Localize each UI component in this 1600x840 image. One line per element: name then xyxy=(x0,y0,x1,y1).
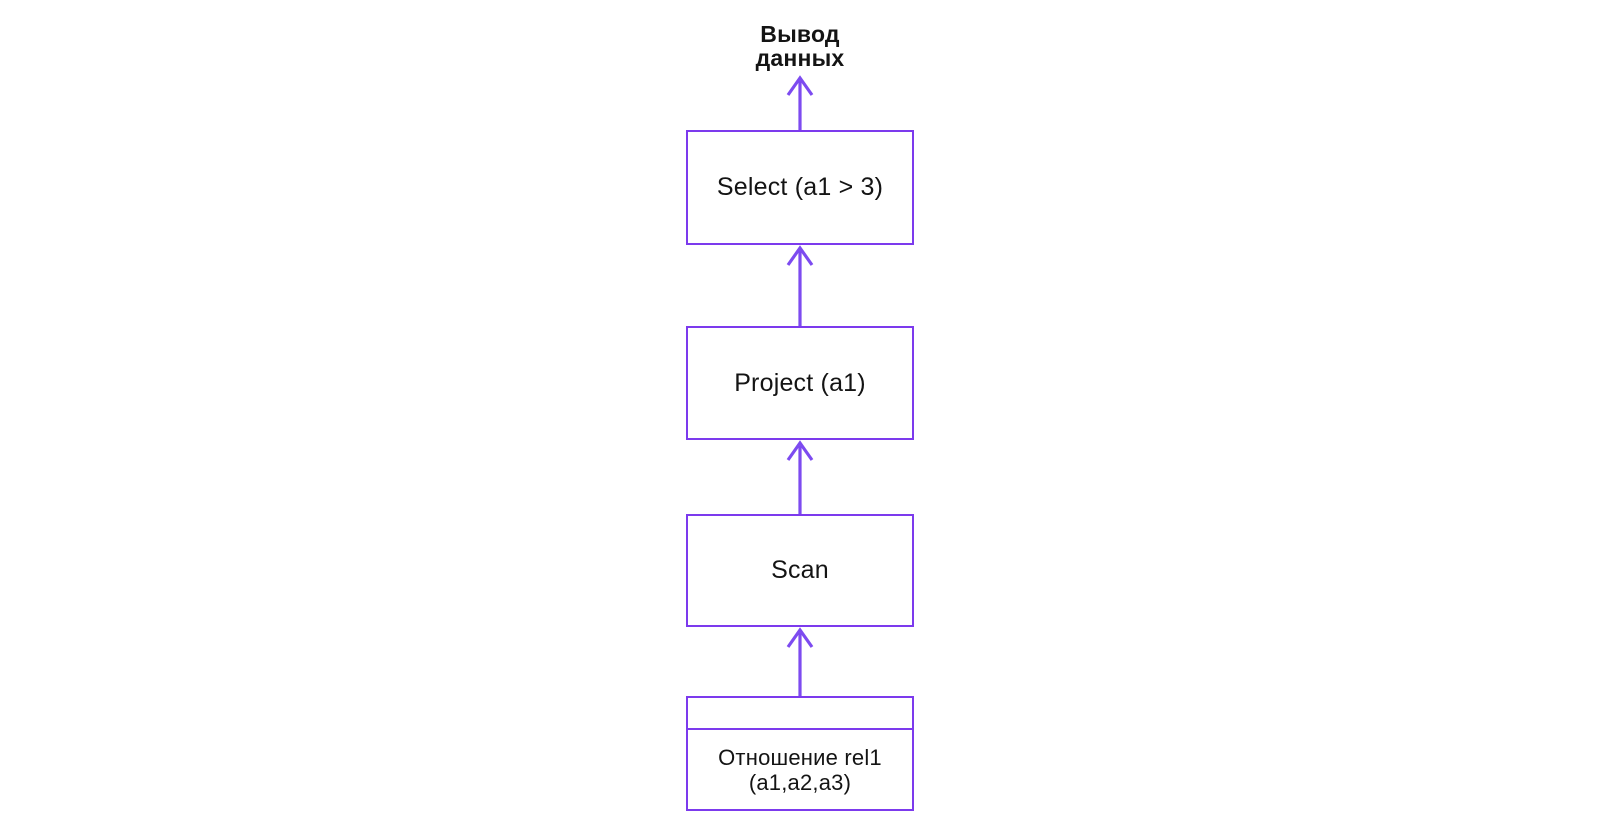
up-arrow-icon xyxy=(786,627,814,696)
node-scan: Scan xyxy=(686,514,914,627)
relation-header-compartment xyxy=(688,698,912,730)
node-project-label: Project (a1) xyxy=(734,368,866,397)
up-arrow-icon xyxy=(786,440,814,514)
node-select-label: Select (a1 > 3) xyxy=(716,173,884,201)
output-data-label-line-2: данных xyxy=(755,45,845,71)
query-plan-stack: Вывод данных Select (a1 > 3) Project (a1… xyxy=(686,22,914,811)
node-scan-label: Scan xyxy=(771,556,829,584)
relation-body-compartment: Отношение rel1 (a1,a2,a3) xyxy=(688,730,912,809)
node-select: Select (a1 > 3) xyxy=(686,130,914,245)
up-arrow-icon xyxy=(786,245,814,326)
relation-label-line-2: (a1,a2,a3) xyxy=(748,769,852,795)
output-data-label: Вывод данных xyxy=(756,22,845,70)
node-relation: Отношение rel1 (a1,a2,a3) xyxy=(686,696,914,811)
up-arrow-icon xyxy=(786,75,814,130)
relation-label-line-1: Отношение rel1 xyxy=(718,744,882,770)
node-project: Project (a1) xyxy=(686,326,914,440)
output-data-label-line-1: Вывод xyxy=(760,21,840,47)
